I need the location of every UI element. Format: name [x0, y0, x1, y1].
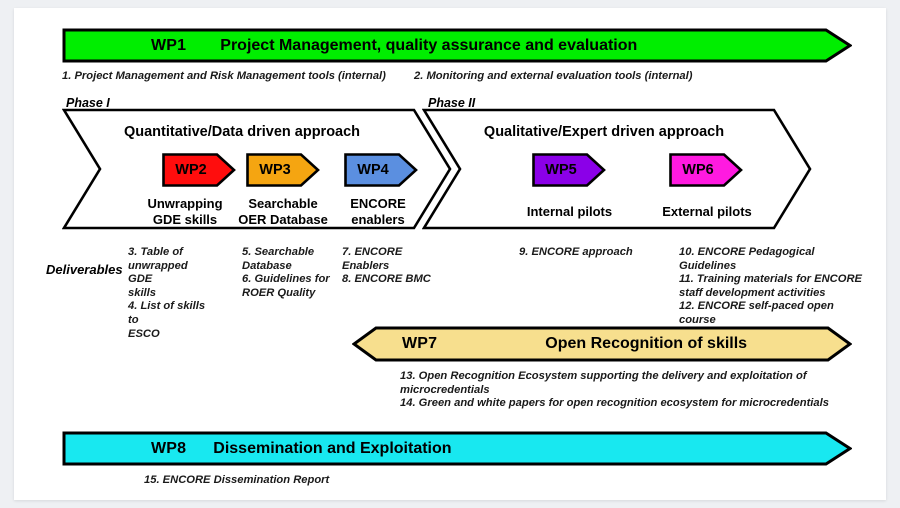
diagram-card: WP1 Project Management, quality assuranc…	[14, 8, 886, 500]
wp3-badge[interactable]: WP3	[246, 153, 320, 187]
wp3-caption: Searchable OER Database	[238, 196, 328, 227]
wp2-caption: Unwrapping GDE skills	[147, 196, 223, 227]
wp7-arrow-shape	[352, 326, 852, 362]
wp7-banner[interactable]: WP7 Open Recognition of skills	[352, 326, 852, 362]
wp5-deliverables: 9. ENCORE approach	[519, 246, 633, 258]
phase2-heading: Qualitative/Expert driven approach	[483, 124, 725, 140]
wp6-code: WP6	[682, 162, 714, 178]
wp2-code: WP2	[175, 162, 207, 178]
wp5-badge[interactable]: WP5	[532, 153, 606, 187]
wp3-arrow-shape	[246, 153, 320, 187]
wp6-arrow-shape	[669, 153, 743, 187]
wp8-banner[interactable]: WP8 Dissemination and Exploitation	[62, 431, 852, 466]
deliverables-label: Deliverables	[46, 262, 123, 277]
wp7-code: WP7	[402, 335, 438, 352]
wp8-arrow-shape	[62, 431, 852, 466]
wp5-arrow-shape	[532, 153, 606, 187]
wp1-code: WP1	[151, 36, 187, 54]
wp5-caption: Internal pilots	[526, 204, 613, 219]
phase1-label: Phase I	[66, 96, 110, 110]
phase2-chevron-shape	[421, 108, 812, 230]
wp1-title: Project Management, quality assurance an…	[220, 36, 638, 54]
phase2-label: Phase II	[428, 96, 476, 110]
wp1-arrow-shape	[62, 28, 852, 63]
wp4-code: WP4	[357, 162, 389, 178]
wp4-badge[interactable]: WP4	[344, 153, 418, 187]
wp5-code: WP5	[545, 162, 577, 178]
wp8-code: WP8	[151, 439, 187, 457]
wp4-arrow-shape	[344, 153, 418, 187]
wp7-title: Open Recognition of skills	[545, 335, 748, 352]
wp1-deliverable-2: 2. Monitoring and external evaluation to…	[414, 70, 693, 82]
wp1-deliverable-1: 1. Project Management and Risk Managemen…	[62, 70, 386, 82]
wp3-code: WP3	[259, 162, 291, 178]
wp6-caption: External pilots	[662, 204, 752, 219]
wp6-badge[interactable]: WP6	[669, 153, 743, 187]
wp3-deliverables: 5. Searchable Database 6. Guidelines for…	[242, 246, 330, 299]
wp2-badge[interactable]: WP2	[162, 153, 236, 187]
wp8-title: Dissemination and Exploitation	[213, 439, 452, 457]
wp1-banner[interactable]: WP1 Project Management, quality assuranc…	[62, 28, 852, 63]
wp8-deliverables: 15. ENCORE Dissemination Report	[144, 474, 330, 486]
wp2-deliverables: 3. Table of unwrapped GDE skills 4. List…	[128, 246, 206, 340]
wp7-deliverables: 13. Open Recognition Ecosystem supportin…	[400, 370, 829, 410]
wp6-deliverables: 10. ENCORE Pedagogical Guidelines 11. Tr…	[679, 246, 862, 326]
wp4-caption: ENCORE enablers	[350, 196, 406, 227]
phase2-chevron	[421, 108, 812, 230]
phase1-heading: Quantitative/Data driven approach	[123, 124, 361, 140]
wp4-deliverables: 7. ENCORE Enablers 8. ENCORE BMC	[342, 246, 431, 286]
wp2-arrow-shape	[162, 153, 236, 187]
